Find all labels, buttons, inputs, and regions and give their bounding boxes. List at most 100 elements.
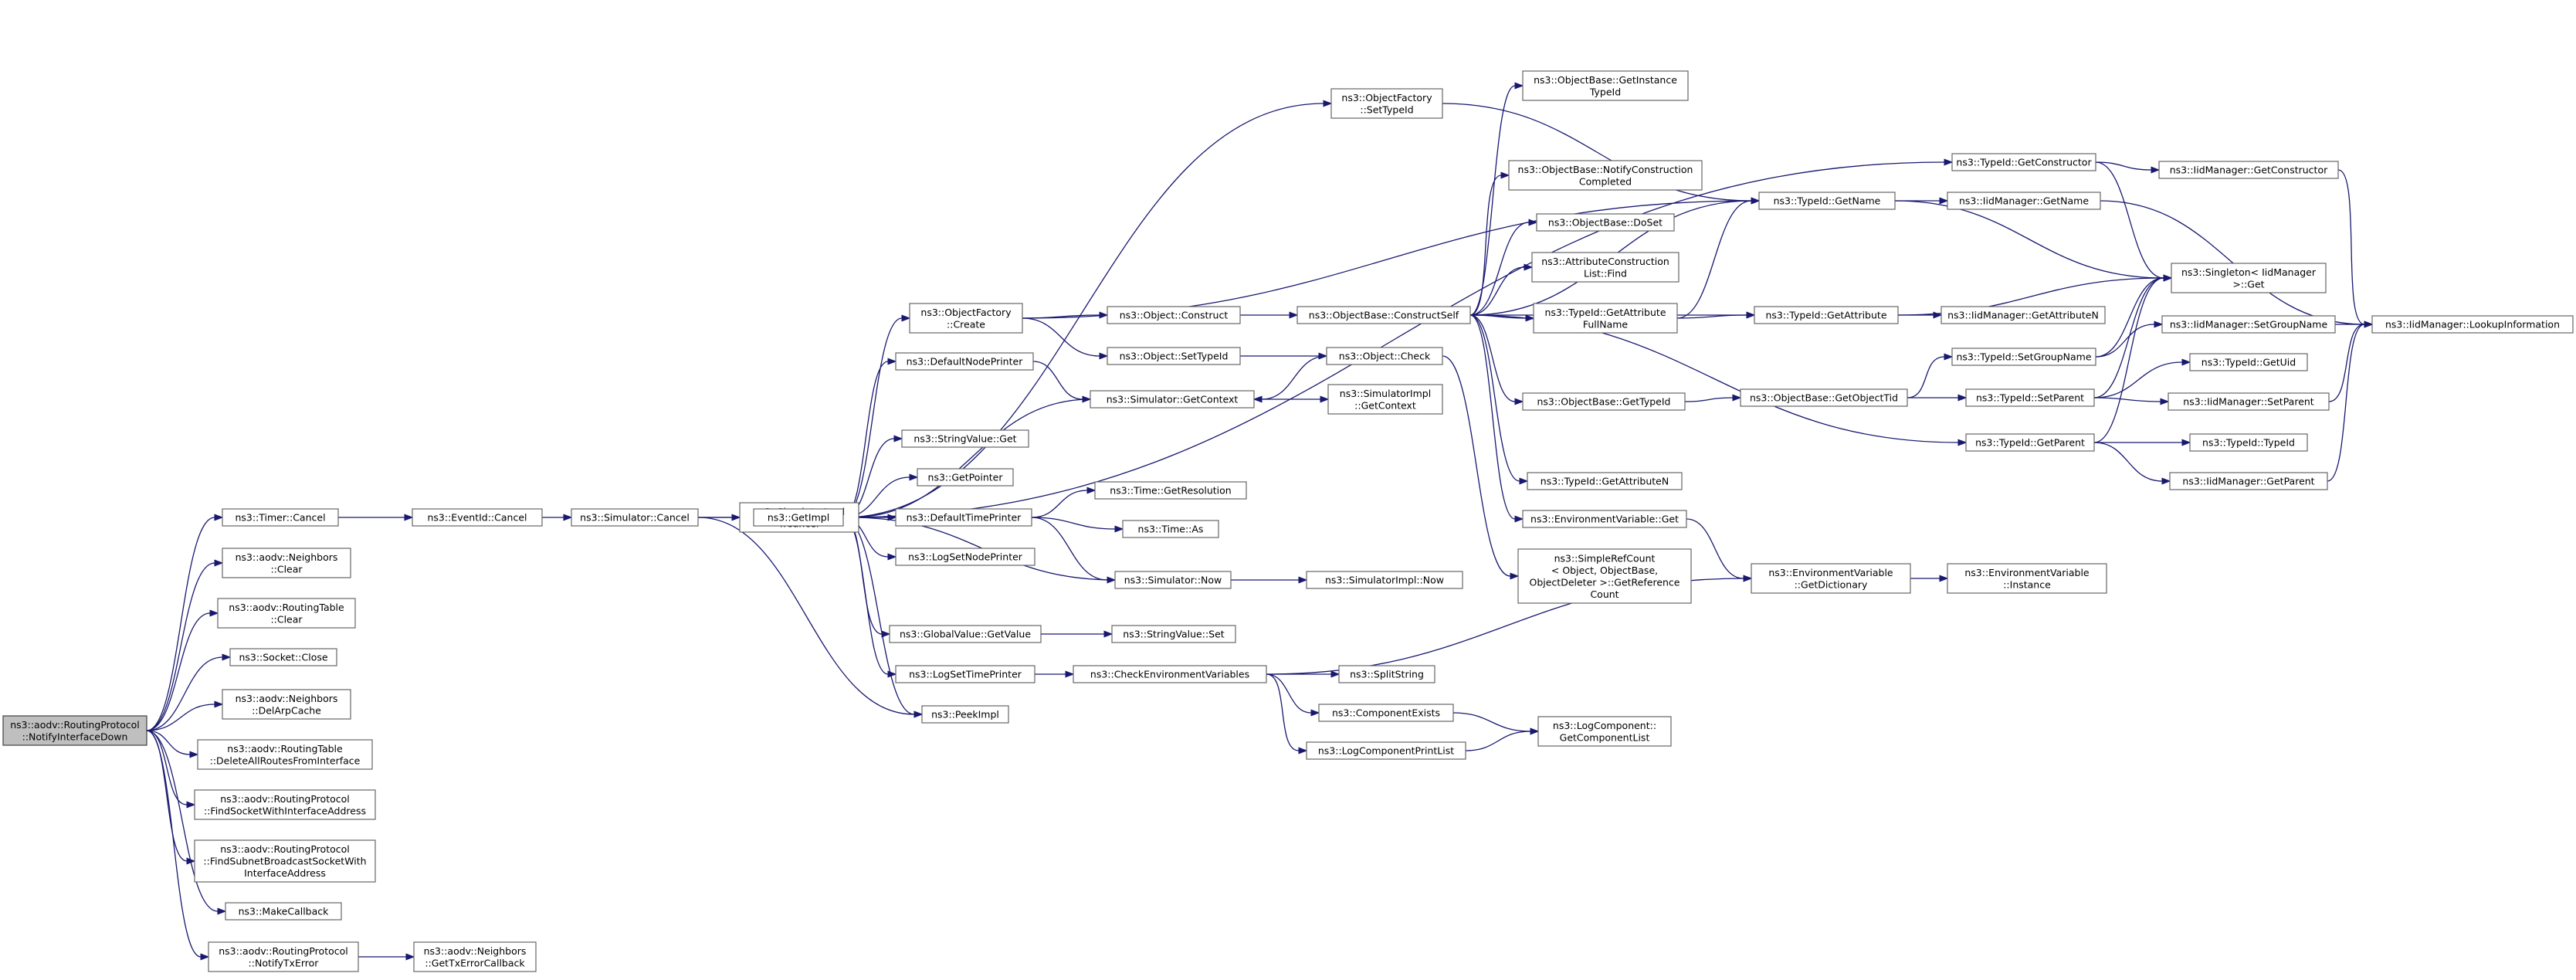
node-nb-clear[interactable]: ns3::aodv::Neighbors::Clear (222, 548, 351, 578)
node-makecallback[interactable]: ns3::MakeCallback (225, 902, 342, 921)
node-rp-findsubnet[interactable]: ns3::aodv::RoutingProtocol::FindSubnetBr… (194, 839, 376, 883)
node-typeid-setparent[interactable]: ns3::TypeId::SetParent (1965, 388, 2095, 407)
node-label: ns3::DefaultNodePrinter (907, 356, 1024, 368)
node-object-settypeid[interactable]: ns3::Object::SetTypeId (1107, 347, 1241, 365)
node-box (1522, 392, 1686, 411)
node-globalvalue-get[interactable]: ns3::GlobalValue::GetValue (889, 625, 1042, 643)
node-label: ns3::aodv::RoutingTable (229, 602, 344, 613)
node-box (1533, 303, 1678, 334)
node-box (1107, 306, 1241, 324)
node-objbase-getobjtid[interactable]: ns3::ObjectBase::GetObjectTid (1740, 388, 1908, 407)
node-objbase-notify[interactable]: ns3::ObjectBase::NotifyConstructionCompl… (1508, 160, 1703, 191)
node-deftimeprinter[interactable]: ns3::DefaultTimePrinter (895, 508, 1032, 527)
node-sim-getcontext[interactable]: ns3::Simulator::GetContext (1090, 390, 1255, 409)
node-label: TypeId (1589, 86, 1621, 97)
node-typeid-getconstructor[interactable]: ns3::TypeId::GetConstructor (1951, 153, 2096, 171)
node-label: ::GetDictionary (1795, 578, 1868, 590)
node-peekimpl[interactable]: ns3::PeekImpl (921, 705, 1009, 724)
node-label: Count (1590, 588, 1618, 600)
edge-defnodeprinter-to-sim-getcontext (1032, 361, 1092, 403)
node-iid-getparent[interactable]: ns3::IidManager::GetParent (2169, 472, 2328, 490)
node-checkenv[interactable]: ns3::CheckEnvironmentVariables (1073, 665, 1267, 683)
node-label: ns3::aodv::RoutingProtocol (10, 719, 140, 731)
node-stringvalue-set[interactable]: ns3::StringValue::Set (1111, 625, 1236, 643)
node-envvar-instance[interactable]: ns3::EnvironmentVariable::Instance (1947, 563, 2107, 594)
node-typeid-typeid[interactable]: ns3::TypeId::TypeId (2189, 433, 2308, 452)
node-simimpl-now[interactable]: ns3::SimulatorImpl::Now (1306, 571, 1463, 589)
node-iid-getname[interactable]: ns3::IidManager::GetName (1947, 192, 2101, 210)
node-object-construct[interactable]: ns3::Object::Construct (1107, 306, 1241, 324)
node-iid-lookup[interactable]: ns3::IidManager::LookupInformation (2371, 315, 2574, 334)
node-box (197, 739, 373, 770)
node-iid-getattrn[interactable]: ns3::IidManager::GetAttributeN (1940, 306, 2106, 324)
node-typeid-getattr[interactable]: ns3::TypeId::GetAttribute (1754, 306, 1899, 324)
node-rt-delall[interactable]: ns3::aodv::RoutingTable::DeleteAllRoutes… (197, 739, 373, 770)
node-of-settypeid[interactable]: ns3::ObjectFactory::SetTypeId (1330, 88, 1443, 119)
node-typeid-getname[interactable]: ns3::TypeId::GetName (1758, 192, 1896, 210)
node-label: ns3::CheckEnvironmentVariables (1090, 669, 1249, 680)
node-simimpl-getcontext[interactable]: ns3::SimulatorImpl::GetContext (1327, 384, 1443, 415)
node-box (1330, 88, 1443, 119)
node-nb-delarp[interactable]: ns3::aodv::Neighbors::DelArpCache (222, 689, 351, 720)
node-objbase-gettypeid[interactable]: ns3::ObjectBase::GetTypeId (1522, 392, 1686, 411)
node-rt-clear[interactable]: ns3::aodv::RoutingTable::Clear (217, 598, 356, 629)
node-typeid-getparent[interactable]: ns3::TypeId::GetParent (1965, 433, 2095, 452)
node-box (895, 352, 1034, 371)
node-rp-notifytx[interactable]: ns3::aodv::RoutingProtocol::NotifyTxErro… (208, 941, 359, 972)
node-of-create[interactable]: ns3::ObjectFactory::Create (909, 303, 1023, 334)
edge-getimpl-to-typeid-getconstructor (842, 158, 1954, 518)
node-simplerefcount[interactable]: ns3::SimpleRefCount< Object, ObjectBase,… (1517, 548, 1692, 604)
node-stringvalue-get[interactable]: ns3::StringValue::Get (901, 429, 1029, 448)
node-splitstring[interactable]: ns3::SplitString (1338, 665, 1435, 683)
edge-typeid-setparent-to-iid-setparent (2093, 397, 2170, 405)
node-box (1114, 571, 1232, 589)
node-object-check[interactable]: ns3::Object::Check (1326, 347, 1443, 365)
node-timer-cancel[interactable]: ns3::Timer::Cancel (222, 508, 339, 527)
node-box (1531, 252, 1679, 283)
node-time-as[interactable]: ns3::Time::As (1122, 520, 1219, 538)
node-iid-setgroupname[interactable]: ns3::IidManager::SetGroupName (2161, 315, 2336, 334)
node-envvar-getdict[interactable]: ns3::EnvironmentVariable::GetDictionary (1751, 563, 1911, 594)
node-label: ns3::Simulator::Cancel (580, 512, 690, 524)
node-envvar-get[interactable]: ns3::EnvironmentVariable::Get (1522, 510, 1687, 528)
node-getpointer[interactable]: ns3::GetPointer (917, 468, 1014, 487)
node-sim-now[interactable]: ns3::Simulator::Now (1114, 571, 1232, 589)
node-logsetnode[interactable]: ns3::LogSetNodePrinter (895, 548, 1035, 566)
node-label: InterfaceAddress (244, 867, 326, 879)
node-nb-gettxerr[interactable]: ns3::aodv::Neighbors::GetTxErrorCallback (413, 941, 537, 972)
node-time-getres[interactable]: ns3::Time::GetResolution (1094, 481, 1247, 500)
node-eventid-cancel[interactable]: ns3::EventId::Cancel (412, 508, 543, 527)
node-typeid-setgroupname[interactable]: ns3::TypeId::SetGroupName (1951, 348, 2096, 366)
node-label: ns3::TypeId::SetParent (1976, 392, 2084, 404)
node-compexists[interactable]: ns3::ComponentExists (1318, 704, 1454, 722)
edge-typeid-getattrfull-to-typeid-getname (1676, 197, 1761, 319)
node-label: ns3::ObjectBase::NotifyConstruction (1518, 164, 1693, 175)
node-label: ::DelArpCache (252, 704, 321, 716)
node-label: ns3::TypeId::GetAttribute (1765, 310, 1886, 321)
node-root[interactable]: ns3::aodv::RoutingProtocol::NotifyInterf… (2, 715, 147, 746)
node-rp-findsock[interactable]: ns3::aodv::RoutingProtocol::FindSocketWi… (194, 789, 376, 820)
node-typeid-getattrn[interactable]: ns3::TypeId::GetAttributeN (1527, 472, 1683, 490)
node-label: ns3::AttributeConstruction (1541, 256, 1669, 267)
node-objbase-doset[interactable]: ns3::ObjectBase::DoSet (1536, 213, 1675, 232)
node-getimpl[interactable]: ns3::GetImpl (753, 508, 844, 527)
node-singleton-get[interactable]: ns3::Singleton< IidManager>::Get (2171, 263, 2327, 293)
edge-getimpl-to-logsettime (842, 517, 897, 678)
node-iid-setparent[interactable]: ns3::IidManager::SetParent (2168, 392, 2330, 411)
node-logcompprint[interactable]: ns3::LogComponentPrintList (1306, 741, 1466, 760)
node-objbase-construct[interactable]: ns3::ObjectBase::ConstructSelf (1296, 306, 1471, 324)
node-typeid-gettypeid[interactable]: ns3::TypeId::GetUid (2189, 353, 2308, 371)
edge-objbase-construct-to-typeid-getparent (1469, 314, 1968, 446)
node-defnodeprinter[interactable]: ns3::DefaultNodePrinter (895, 352, 1034, 371)
node-logsettime[interactable]: ns3::LogSetTimePrinter (895, 665, 1035, 683)
node-socket-close[interactable]: ns3::Socket::Close (229, 648, 337, 666)
node-label: ns3::MakeCallback (239, 906, 330, 917)
node-iid-getconstructor[interactable]: ns3::IidManager::GetConstructor (2158, 161, 2339, 179)
node-box (1338, 665, 1435, 683)
node-label: ns3::IidManager::GetName (1959, 195, 2089, 207)
node-sim-cancel[interactable]: ns3::Simulator::Cancel (571, 508, 699, 527)
node-logcomp-getlist[interactable]: ns3::LogComponent::GetComponentList (1537, 716, 1672, 747)
